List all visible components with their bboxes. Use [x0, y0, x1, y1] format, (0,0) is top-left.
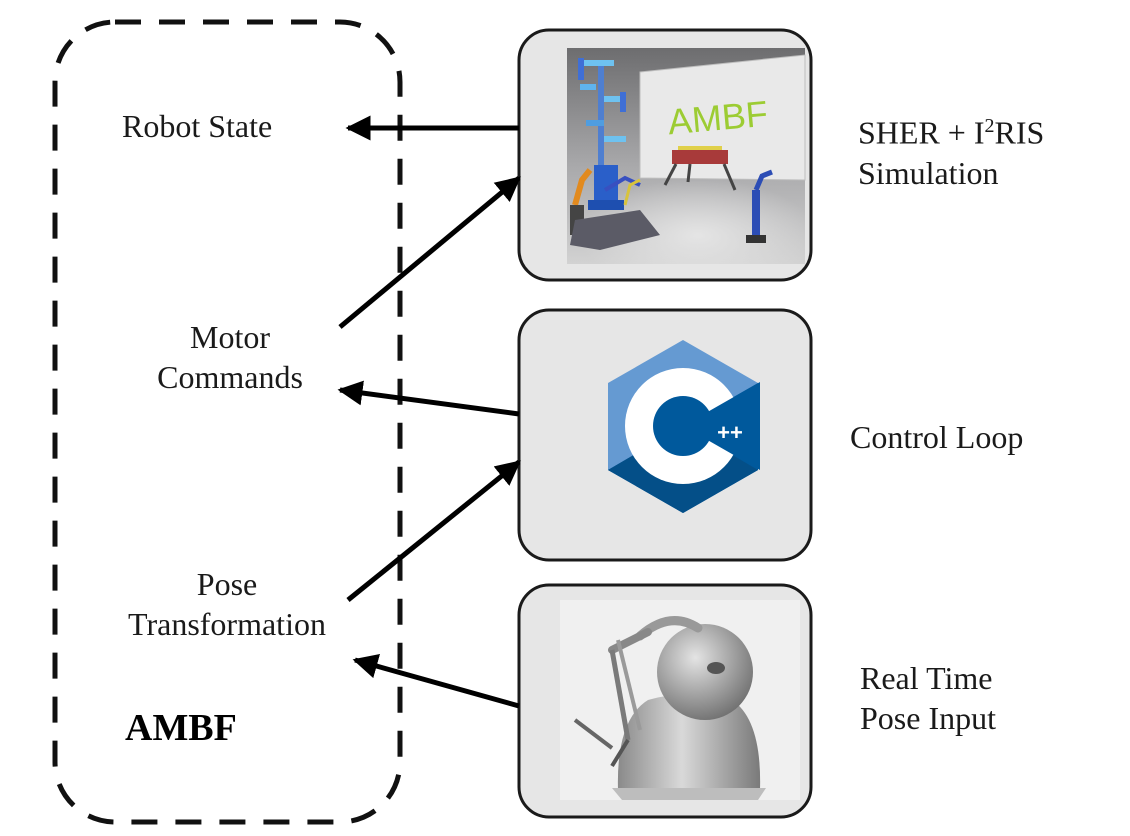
sim-banner-text: AMBF: [666, 93, 769, 143]
simulation-label-line1: SHER + I2RIS: [858, 106, 1044, 153]
sim-line1-sup: 2: [984, 115, 995, 137]
sim-line1-prefix: SHER + I: [858, 114, 985, 151]
ambf-title: AMBF: [125, 707, 237, 749]
arrow-input-to-pose: [352, 654, 520, 709]
control-loop-label: Control Loop: [850, 419, 1024, 455]
pose-input-label: Real Time Pose Input: [860, 658, 996, 738]
simulation-label-line2: Simulation: [858, 154, 999, 191]
pose-label-line1: Pose: [196, 566, 258, 602]
arrow-motor-to-sim: [338, 176, 521, 329]
cpp-plus-text: ++: [717, 420, 743, 445]
haptic-device-image: [560, 600, 800, 800]
ambf-block: [52, 19, 403, 825]
motor-label-line1: Motor: [190, 319, 270, 355]
arrow-control-to-motor: [337, 380, 520, 417]
motor-commands-label: Motor Commands: [120, 317, 340, 397]
pose-transformation-label: Pose Transformation: [92, 564, 362, 644]
simulation-image: AMBF: [567, 48, 806, 264]
robot-state-label: Robot State: [122, 108, 273, 144]
sim-line1-suffix: RIS: [994, 114, 1045, 151]
simulation-label: SHER + I2RIS Simulation: [858, 106, 1044, 193]
cpp-logo-icon: ++: [608, 340, 760, 513]
pose-input-line1: Real Time: [860, 660, 993, 696]
arrow-pose-to-control: [346, 460, 521, 602]
motor-label-line2: Commands: [157, 359, 303, 395]
pose-label-line2: Transformation: [128, 606, 326, 642]
pose-input-line2: Pose Input: [860, 700, 996, 736]
